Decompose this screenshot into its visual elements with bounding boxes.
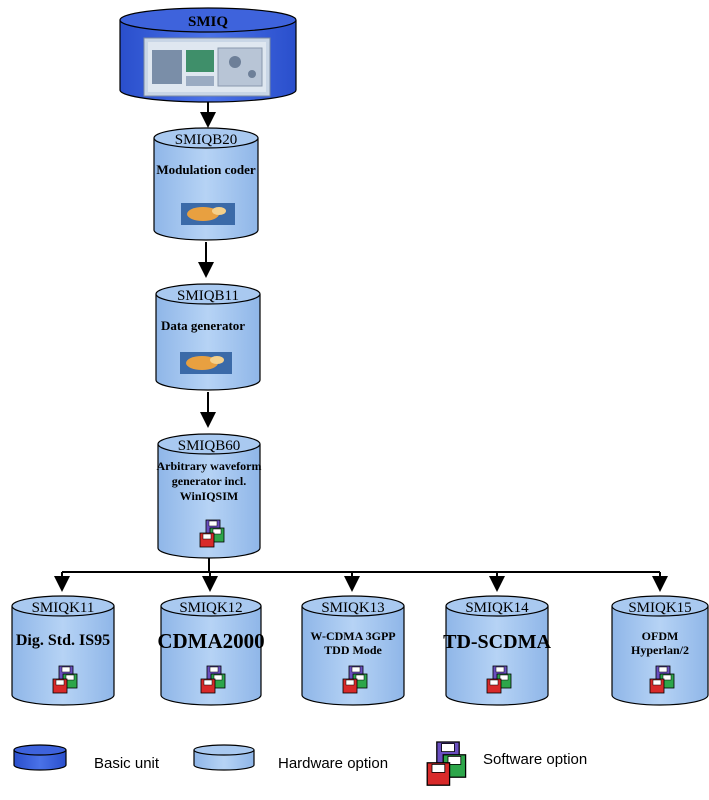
software-icon xyxy=(52,665,78,694)
basic-unit-smiq: SMIQ xyxy=(119,7,297,103)
legend-software-option-icon xyxy=(426,741,467,786)
node-title: SMIQK13 xyxy=(321,600,384,616)
legend-basic-unit-swatch xyxy=(13,744,67,771)
legend-hardware-option-label: Hardware option xyxy=(278,755,388,772)
software-icon xyxy=(486,665,512,694)
hardware-option-smiqb11: SMIQB11 Data generator xyxy=(155,283,261,391)
node-desc-line-1: OFDM xyxy=(642,629,679,643)
chip-image xyxy=(181,203,235,225)
node-desc: CDMA2000 xyxy=(157,629,264,653)
software-option-smiqk15: SMIQK15 OFDM Hyperlan/2 xyxy=(611,595,709,706)
node-desc-line-2: Hyperlan/2 xyxy=(631,643,689,657)
legend: Basic unit Hardware option Software opti… xyxy=(13,741,587,786)
node-desc: Modulation coder xyxy=(156,162,256,177)
legend-software-option-label: Software option xyxy=(483,751,587,768)
software-icon xyxy=(200,665,226,694)
node-title: SMIQB60 xyxy=(178,438,241,454)
software-option-smiqk14: SMIQK14 TD-SCDMA xyxy=(443,595,551,706)
distribution-bus xyxy=(54,558,668,592)
node-desc-line-1: Arbitrary waveform xyxy=(157,459,262,473)
basic-unit-title: SMIQ xyxy=(188,14,228,30)
node-desc-line-2: generator incl. xyxy=(172,474,246,488)
node-desc-line-3: WinIQSIM xyxy=(180,489,238,503)
legend-hardware-option-swatch xyxy=(193,744,255,771)
node-desc-line-1: W-CDMA 3GPP xyxy=(310,629,395,643)
node-title: SMIQK12 xyxy=(179,600,242,616)
hardware-option-smiqb20: SMIQB20 Modulation coder xyxy=(153,127,259,241)
software-icon xyxy=(199,519,225,548)
node-title: SMIQK11 xyxy=(32,600,95,616)
software-option-smiqk12: SMIQK12 CDMA2000 xyxy=(157,595,265,706)
node-title: SMIQB20 xyxy=(175,132,238,148)
node-desc: Dig. Std. IS95 xyxy=(16,632,110,649)
software-option-smiqk11: SMIQK11 Dig. Std. IS95 xyxy=(11,595,115,706)
software-option-smiqk13: SMIQK13 W-CDMA 3GPP TDD Mode xyxy=(301,595,405,706)
instrument-image xyxy=(143,37,271,97)
chip-image xyxy=(180,352,232,374)
node-desc: Data generator xyxy=(161,318,245,333)
node-title: SMIQB11 xyxy=(177,288,239,304)
software-icon xyxy=(649,665,675,694)
legend-basic-unit-label: Basic unit xyxy=(94,755,160,772)
node-desc-line-2: TDD Mode xyxy=(324,643,382,657)
node-title: SMIQK15 xyxy=(628,600,691,616)
node-title: SMIQK14 xyxy=(465,600,529,616)
hardware-option-smiqb60: SMIQB60 Arbitrary waveform generator inc… xyxy=(157,433,262,559)
node-desc: TD-SCDMA xyxy=(443,631,551,653)
software-icon xyxy=(342,665,368,694)
